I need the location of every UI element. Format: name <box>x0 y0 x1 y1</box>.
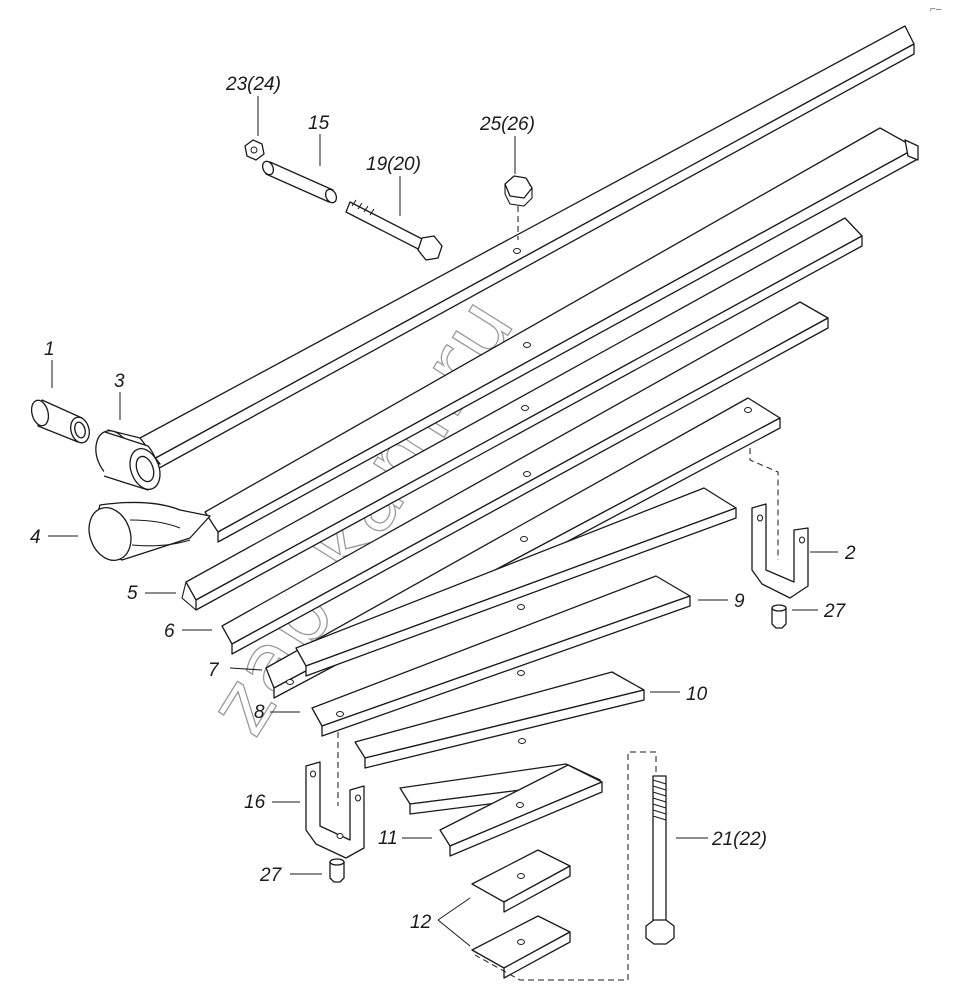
spacer-upper-hole <box>517 873 525 879</box>
center-bolt <box>474 751 675 981</box>
bolt <box>345 199 443 261</box>
leaf-11-hole <box>516 802 524 808</box>
second-leaf <box>204 127 919 543</box>
leaf-10-hole <box>518 738 526 744</box>
callout-7: 7 <box>208 660 220 681</box>
leaf-9-hole-end <box>336 711 344 717</box>
eye-bushing <box>95 429 161 491</box>
callout-27-right: 27 <box>823 601 847 622</box>
nut-small <box>244 139 265 161</box>
callout-25: 25(26) <box>479 114 535 135</box>
leaf-7-hole-end <box>744 407 752 413</box>
main-leaf-hole <box>513 248 521 254</box>
callout-23: 23(24) <box>225 74 281 95</box>
leaf-7-hole-tip <box>286 679 294 685</box>
callout-19: 19(20) <box>366 154 421 175</box>
leaf-mid-hole <box>517 604 525 610</box>
pin <box>261 160 338 204</box>
callout-6: 6 <box>164 621 175 642</box>
corner-mark: ⌐– <box>930 4 942 15</box>
leaf-9 <box>311 575 691 737</box>
callout-5: 5 <box>127 583 138 604</box>
leaf-9-hole-mid <box>517 670 525 676</box>
callout-1: 1 <box>44 339 55 360</box>
leaf-7-hole-mid <box>520 536 528 542</box>
callout-12: 12 <box>410 912 432 933</box>
callout-16: 16 <box>244 792 266 813</box>
callout-11: 11 <box>378 828 398 849</box>
leaf-10 <box>354 671 645 769</box>
leaf-mid <box>295 487 737 677</box>
leaf-11 <box>439 764 603 857</box>
clamp-left <box>305 732 365 859</box>
callout-4: 4 <box>30 527 41 548</box>
callout-15: 15 <box>308 113 330 134</box>
callout-2: 2 <box>844 543 856 564</box>
leaf-6-hole <box>523 471 531 477</box>
leaf-6 <box>221 301 829 655</box>
callout-3: 3 <box>114 371 125 392</box>
clamp-right <box>749 448 809 599</box>
callout-27-left: 27 <box>259 865 283 886</box>
callout-labels: 1 3 4 5 6 7 8 9 10 16 11 12 2 27 27 21(2… <box>30 74 856 933</box>
callout-8: 8 <box>254 702 265 723</box>
leaf-5 <box>181 217 863 611</box>
spacer-plate-lower <box>471 915 571 979</box>
wrapped-eye <box>88 501 211 561</box>
callout-21: 21(22) <box>711 829 767 850</box>
callout-9: 9 <box>734 591 745 612</box>
leader-lines <box>48 96 838 947</box>
spacer-lower-hole <box>517 939 525 945</box>
nut-large <box>504 175 533 240</box>
plug-right <box>771 604 787 629</box>
leaf-5-hole <box>521 405 529 411</box>
spacer-plate-upper <box>471 849 571 913</box>
second-leaf-hole <box>523 342 531 348</box>
callout-10: 10 <box>686 684 708 705</box>
plug-left <box>329 858 345 883</box>
main-leaf <box>139 25 915 473</box>
bushing <box>30 399 90 444</box>
